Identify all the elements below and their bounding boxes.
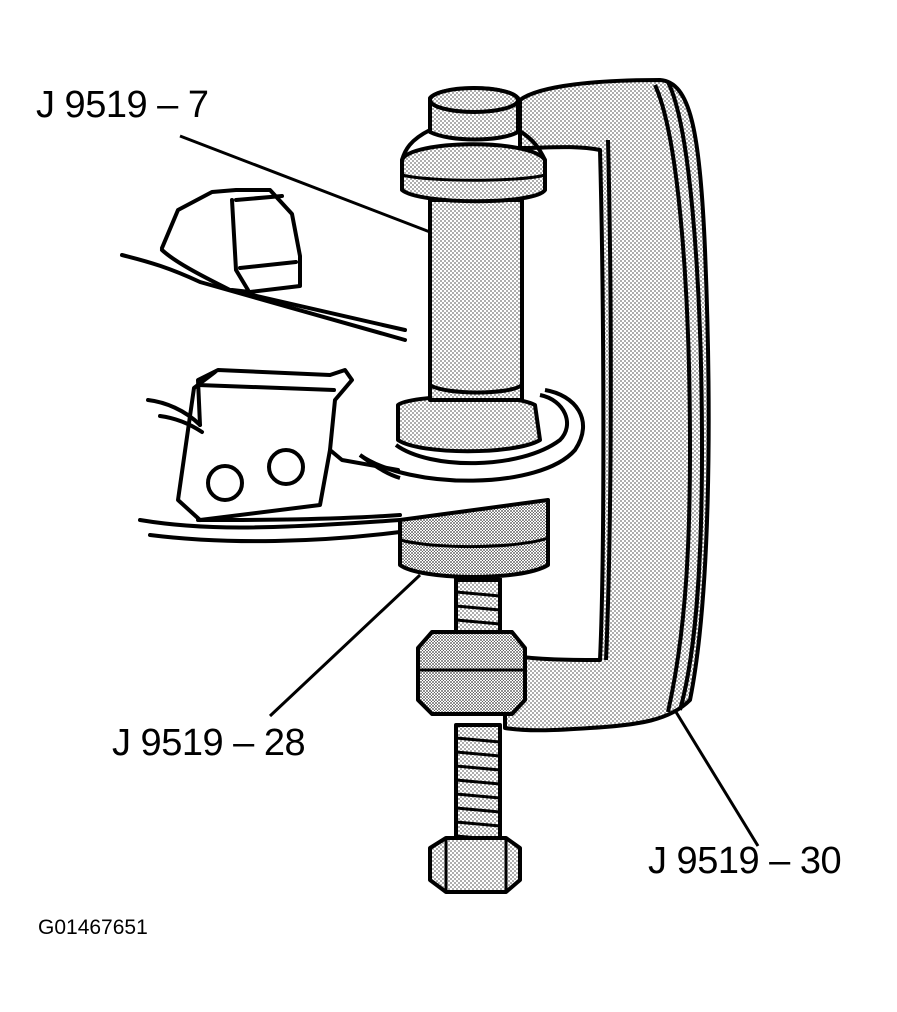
callout-j9519-28: J 9519 – 28 (112, 722, 306, 764)
ball-joint-ring (358, 388, 586, 483)
callout-j9519-7: J 9519 – 7 (36, 84, 209, 126)
upper-adapter (396, 86, 547, 454)
leader-lines (179, 134, 760, 847)
c-clamp-frame (503, 78, 711, 733)
receiver-cup (398, 498, 550, 579)
control-arm (120, 188, 407, 544)
forcing-screw (428, 723, 522, 894)
callout-j9519-30: J 9519 – 30 (648, 840, 842, 882)
figure-id: G01467651 (38, 916, 148, 939)
frame-lower-jaw (416, 630, 527, 716)
